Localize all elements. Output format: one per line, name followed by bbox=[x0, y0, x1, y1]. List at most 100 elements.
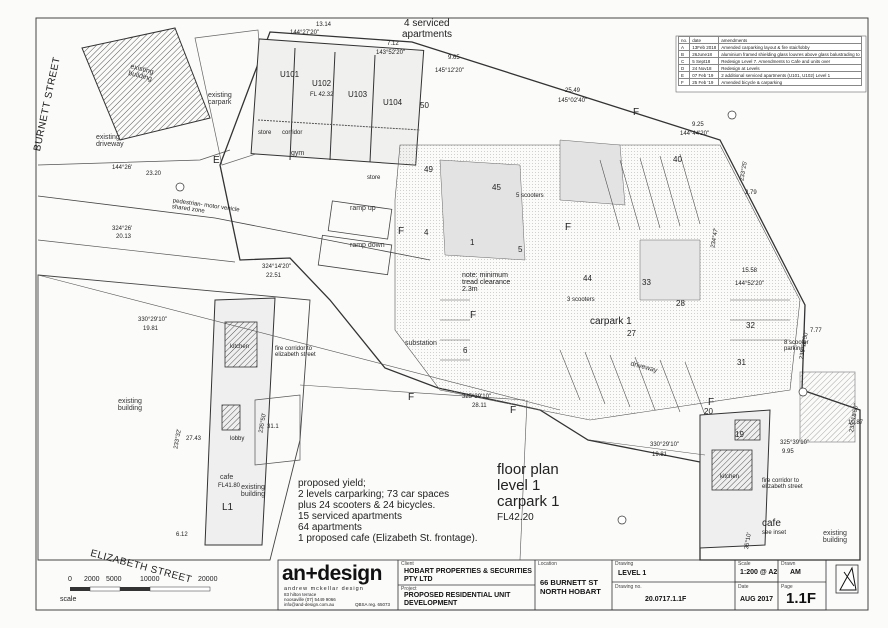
dimension-label: 27.43 bbox=[186, 436, 202, 442]
yield-summary: proposed yield; 2 levels carparking; 73 … bbox=[298, 478, 478, 544]
dimension-label: 13.14 bbox=[316, 22, 332, 28]
section-letter-f: F bbox=[565, 222, 572, 233]
drawing-value: LEVEL 1 bbox=[618, 570, 647, 577]
scooter-label-2: 3 scooters bbox=[567, 297, 595, 303]
cafe-label-2: cafe bbox=[762, 518, 781, 529]
page-value: 1.1F bbox=[786, 590, 817, 607]
existing-building-label: existing building bbox=[240, 484, 266, 498]
cafe-see-inset-label: see inset bbox=[762, 530, 787, 536]
section-letter-f: F bbox=[708, 397, 715, 408]
bearing-label: 324°14'20" bbox=[262, 264, 292, 270]
company-address-1: 83 hilton terrace bbox=[284, 592, 317, 597]
section-letter-e: E bbox=[213, 155, 220, 166]
bearing-label: 325°39'10" bbox=[462, 394, 492, 400]
bearing-label: 144°27'20" bbox=[290, 30, 320, 36]
location-value: 66 BURNETT ST NORTH HOBART bbox=[540, 578, 601, 596]
bearing-label: 330°29'10" bbox=[650, 442, 680, 448]
yield-heading: proposed yield; bbox=[298, 478, 366, 489]
existing-building-hatched bbox=[81, 27, 211, 141]
space-number: 20 bbox=[704, 407, 713, 416]
scale-bar bbox=[70, 586, 211, 592]
scale-tick: 2000 bbox=[84, 576, 100, 583]
bearing-label: 330°29'10" bbox=[138, 317, 168, 323]
sheet-title-line-1: floor plan bbox=[497, 461, 559, 478]
dimension-label: 20.13 bbox=[116, 234, 132, 240]
burnett-street-edge bbox=[37, 149, 231, 166]
existing-driveway-label: existing driveway bbox=[96, 134, 124, 148]
section-letter-f: F bbox=[510, 405, 517, 416]
space-number: 50 bbox=[420, 101, 429, 110]
unit-u101-label: U101 bbox=[280, 70, 300, 79]
dimension-label: 19.81 bbox=[652, 452, 668, 458]
corridor-label: corridor bbox=[282, 130, 303, 136]
space-number: 27 bbox=[627, 329, 636, 338]
gym-label: gym bbox=[291, 150, 305, 157]
substation-label: substation bbox=[405, 340, 437, 347]
space-number: 5 bbox=[518, 245, 523, 254]
cafe-label: cafe bbox=[220, 474, 234, 481]
space-number: 44 bbox=[583, 274, 592, 283]
existing-building-label: existing building bbox=[117, 398, 143, 412]
bearing-label: 144°26' bbox=[112, 165, 133, 171]
ramp-down bbox=[317, 234, 393, 276]
fire-corridor-label-2: fire corridor to elizabeth street bbox=[762, 478, 803, 490]
project-value: PROPOSED RESIDENTIAL UNIT DEVELOPMENT bbox=[404, 592, 511, 607]
lobby-label: lobby bbox=[230, 436, 245, 442]
bearing-label: 144°52'20" bbox=[735, 281, 765, 287]
scale-tick: 0 bbox=[68, 576, 72, 583]
dimension-label: 15.58 bbox=[742, 268, 758, 274]
space-number: 28 bbox=[676, 299, 685, 308]
amendment-text: Redesign at Levels bbox=[718, 64, 863, 72]
yield-line: 15 serviced apartments bbox=[298, 511, 402, 522]
company-address-2: noosaville (07) 5449 9066 bbox=[284, 597, 336, 602]
space-number: 4 bbox=[424, 228, 429, 237]
amendment-date: 25 Feb '19 bbox=[689, 78, 720, 86]
dimension-label: 23.20 bbox=[146, 171, 162, 177]
existing-building-label: existing building bbox=[822, 530, 848, 544]
section-letter-f: F bbox=[633, 107, 640, 118]
sheet-title-line-2: level 1 bbox=[497, 477, 541, 494]
amendment-date: 26June18 bbox=[689, 50, 720, 58]
amendment-no: A bbox=[677, 43, 691, 51]
yield-line: plus 24 scooters & 24 bicycles. bbox=[298, 500, 436, 511]
dimension-label: 9.65 bbox=[448, 55, 460, 61]
amendment-text: aluminium framed shielding glass louvres… bbox=[718, 50, 863, 58]
dimension-label: 6.12 bbox=[176, 532, 188, 538]
amendment-no: E bbox=[677, 71, 691, 79]
amendment-date: 24 Nov18 bbox=[689, 64, 720, 72]
level-l1-label: L1 bbox=[222, 502, 234, 513]
amendments-col-date: date bbox=[689, 36, 720, 44]
company-logo: an+design bbox=[282, 562, 382, 585]
space-number: 31 bbox=[737, 358, 746, 367]
cafe-level-label: FL41.80 bbox=[218, 483, 241, 489]
drawn-heading: Drawn bbox=[781, 561, 796, 567]
amendments-col-no: no. bbox=[677, 36, 691, 44]
space-number: 32 bbox=[746, 321, 755, 330]
bearing-label: 143°52'20" bbox=[376, 50, 406, 56]
scooter-parking-label: 8 scooter parking bbox=[784, 340, 809, 352]
scale-value: 1:200 @ A2 bbox=[740, 569, 778, 576]
serviced-apartments-label-2: apartments bbox=[402, 29, 453, 40]
space-number: 33 bbox=[642, 278, 651, 287]
dimension-label: 25.49 bbox=[565, 88, 581, 94]
tread-clearance-note: note: minimum tread clearance 2.3m bbox=[462, 272, 511, 293]
ramp-down-label: ramp down bbox=[350, 242, 385, 249]
amendment-no: F bbox=[677, 78, 691, 86]
unit-u102-level-label: FL 42.32 bbox=[310, 92, 334, 98]
grid-markers bbox=[175, 110, 808, 525]
client-heading: Client bbox=[401, 561, 414, 567]
drawing-number-value: 20.0717.1.1F bbox=[645, 596, 687, 603]
dimension-label: 2.79 bbox=[745, 190, 757, 196]
kitchen-hatch bbox=[224, 321, 258, 368]
kitchen-label-2: kitchen bbox=[720, 474, 740, 480]
dimension-label: 7.12 bbox=[387, 41, 399, 47]
amendment-text: Redesign Level 7. Amendments to Cafe and… bbox=[718, 57, 863, 65]
bearing-label: 145°02'40" bbox=[558, 98, 588, 104]
scale-tick: 10000 bbox=[140, 576, 160, 583]
dimension-label: 19.81 bbox=[143, 326, 159, 332]
store-label: store bbox=[258, 130, 272, 136]
page-heading: Page bbox=[781, 584, 793, 590]
